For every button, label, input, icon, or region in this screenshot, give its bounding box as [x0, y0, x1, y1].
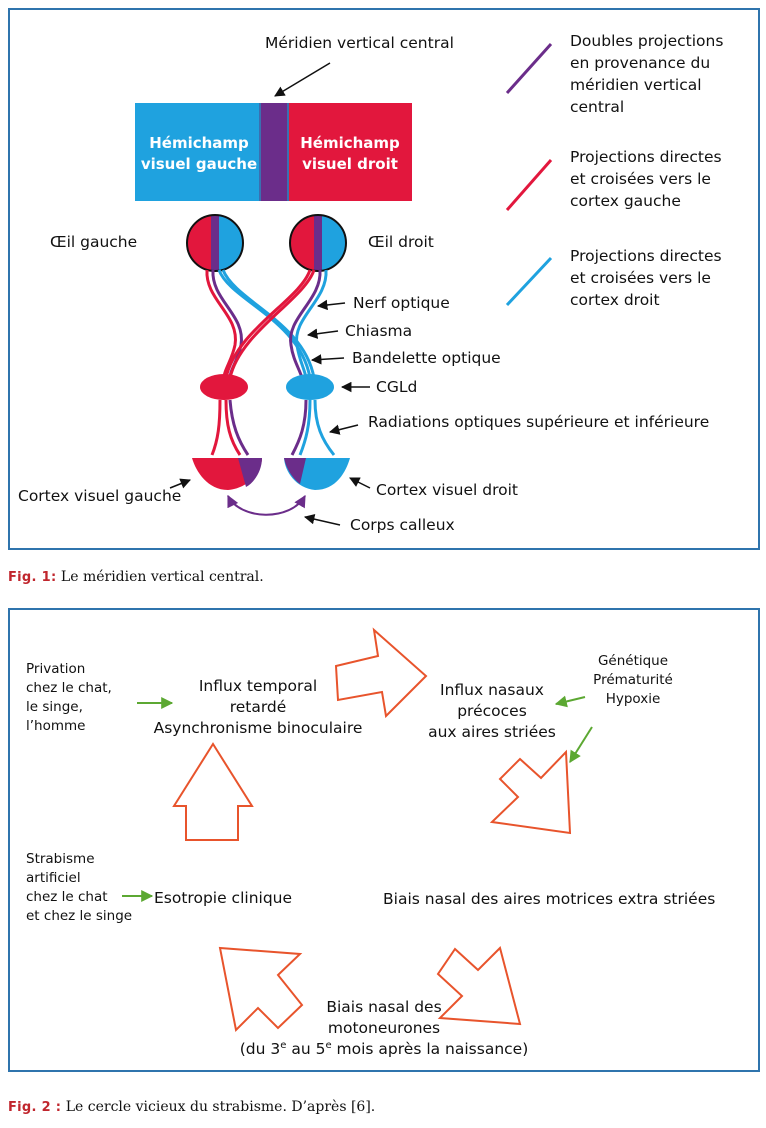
legend-red-line3: cortex gauche [570, 192, 681, 210]
left-eye-icon [186, 214, 244, 272]
left-cortex-label: Cortex visuel gauche [18, 487, 182, 505]
legend-line-red [505, 159, 553, 211]
nasal-line2: précoces [457, 702, 527, 720]
cycle-arrow-top [334, 627, 428, 719]
corpus-callosum-label: Corps calleux [350, 516, 455, 534]
legend-purple: Doubles projections en provenance du mér… [570, 30, 723, 118]
causes-line1: Génétique [597, 653, 669, 669]
legend-purple-line1: Doubles projections [570, 32, 724, 50]
legend-line-blue [505, 256, 553, 307]
corpus-callosum-arc [227, 494, 306, 516]
left-hemifield-line1: Hémichamp [149, 134, 249, 152]
optic-pathways [205, 269, 328, 379]
right-hemifield-label: Hémichamp visuel droit [291, 133, 409, 175]
nasal-line1: Influx nasaux [440, 681, 544, 699]
legend-red: Projections directes et croisées vers le… [570, 146, 722, 212]
figure-1-caption: Fig. 1: Le méridien vertical central. [8, 569, 264, 585]
right-lgn [286, 374, 334, 400]
right-eye-label: Œil droit [368, 233, 434, 251]
causes-line3: Hypoxie [605, 691, 661, 707]
temporal-node: Influx temporal retardé Asynchronisme bi… [140, 676, 376, 739]
cycle-arrow-bottom-right [436, 946, 522, 1026]
lgn-label: CGLd [376, 378, 418, 396]
months-sup1: e [280, 1039, 287, 1051]
optic-radiations [210, 399, 336, 456]
figure-2-caption-label: Fig. 2 : [8, 1100, 62, 1115]
optic-nerve-label: Nerf optique [353, 294, 450, 312]
figure-1-caption-label: Fig. 1: [8, 570, 57, 585]
causes-line2: Prématurité [593, 672, 673, 688]
motoneuron-line2: motoneurones [327, 1019, 441, 1037]
motor-bias-node: Biais nasal des aires motrices extra str… [383, 890, 716, 908]
months-post: mois après la naissance) [331, 1040, 529, 1058]
deprivation-line4: l’homme [26, 718, 86, 734]
temporal-line3: Asynchronisme binoculaire [153, 719, 363, 737]
nasal-node: Influx nasaux précoces aux aires striées [418, 680, 566, 743]
right-hemifield [285, 103, 412, 201]
left-hemifield-line2: visuel gauche [140, 155, 258, 173]
deprivation-line3: le singe, [26, 699, 83, 715]
green-arrow-causes-down [569, 726, 593, 764]
figure-2-caption-text: Le cercle vicieux du strabisme. D’après … [65, 1099, 376, 1115]
deprivation-line2: chez le chat, [26, 680, 112, 696]
legend-line-purple [505, 42, 553, 95]
cycle-arrows [172, 627, 572, 1033]
legend-blue-line1: Projections directes [570, 247, 722, 265]
green-arrow-causes [554, 695, 586, 708]
legend-red-line1: Projections directes [570, 148, 722, 166]
artificial-line3: chez le chat [26, 889, 108, 905]
artificial-line2: artificiel [26, 870, 81, 886]
legend-purple-line3: méridien vertical [570, 76, 702, 94]
months-mid: au 5 [286, 1040, 326, 1058]
figure-2-caption: Fig. 2 : Le cercle vicieux du strabisme.… [8, 1099, 375, 1115]
meridian-label: Méridien vertical central [265, 34, 454, 52]
chiasm-label: Chiasma [345, 322, 413, 340]
motoneuron-node: Biais nasal des motoneurones (du 3e au 5… [214, 997, 554, 1060]
right-hemifield-line2: visuel droit [302, 155, 398, 173]
central-meridian-band [260, 103, 288, 201]
artificial-line1: Strabisme [26, 851, 95, 867]
months-line: (du 3e au 5e mois après la naissance) [214, 1039, 554, 1060]
nasal-line3: aux aires striées [428, 723, 556, 741]
legend-blue-line2: et croisées vers le [570, 269, 711, 287]
right-cortex-label: Cortex visuel droit [376, 481, 519, 499]
cycle-arrow-left [172, 742, 254, 841]
radiations-label: Radiations optiques supérieure et inféri… [368, 413, 710, 431]
right-cortex-icon [284, 458, 350, 490]
right-hemifield-line1: Hémichamp [300, 134, 400, 152]
months-sup2: e [325, 1039, 332, 1051]
left-hemifield-label: Hémichamp visuel gauche [138, 133, 260, 175]
artificial-line4: et chez le singe [26, 908, 133, 924]
legend-purple-line2: en provenance du [570, 54, 711, 72]
cycle-arrow-bottom-left [218, 946, 304, 1033]
deprivation-text: Privation chez le chat, le singe, l’homm… [26, 660, 112, 736]
esotropia-node: Esotropie clinique [154, 889, 293, 907]
figure-2-frame [8, 608, 760, 1072]
right-eye-icon [289, 214, 347, 272]
legend-blue: Projections directes et croisées vers le… [570, 245, 722, 311]
figure-1-frame [8, 8, 760, 550]
legend-blue-line3: cortex droit [570, 291, 660, 309]
optic-tract-label: Bandelette optique [352, 349, 501, 367]
left-cortex-icon [192, 458, 262, 490]
deprivation-line1: Privation [26, 661, 86, 677]
temporal-line2: retardé [229, 698, 287, 716]
cycle-arrow-right [489, 749, 572, 835]
figure-1-caption-text: Le méridien vertical central. [60, 569, 264, 585]
meridian-arrow [274, 62, 331, 97]
artificial-strabismus-text: Strabisme artificiel chez le chat et che… [26, 850, 132, 926]
temporal-line1: Influx temporal [198, 677, 318, 695]
months-pre: (du 3 [239, 1040, 281, 1058]
left-lgn [200, 374, 248, 400]
legend-purple-line4: central [570, 98, 625, 116]
causes-text: Génétique Prématurité Hypoxie [588, 652, 678, 709]
left-eye-label: Œil gauche [50, 233, 138, 251]
motoneuron-line1: Biais nasal des [326, 998, 442, 1016]
legend-red-line2: et croisées vers le [570, 170, 711, 188]
left-hemifield [135, 103, 267, 201]
